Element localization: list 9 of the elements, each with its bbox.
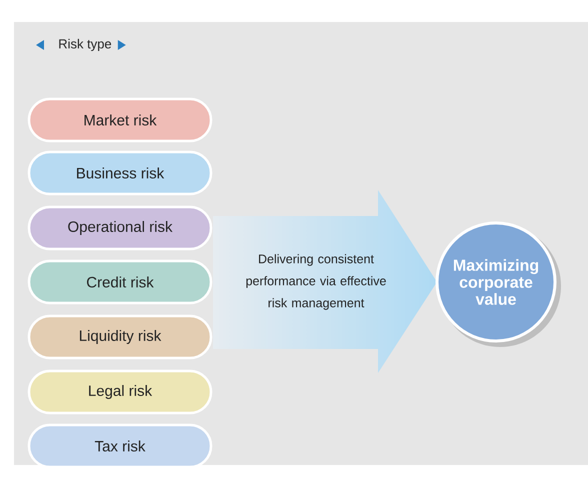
risk-pill: Liquidity risk — [28, 314, 212, 360]
risk-pill: Market risk — [28, 98, 212, 142]
risk-pill: Tax risk — [28, 424, 212, 468]
risk-pill: Legal risk — [28, 370, 212, 414]
block-arrow: Delivering consistent performance via effective risk management — [246, 254, 386, 310]
risk-pill: Business risk — [28, 150, 212, 196]
risk-pill: Credit risk — [28, 260, 212, 304]
risk-pill: Operational risk — [28, 206, 212, 250]
heading-label: Risk type — [59, 38, 112, 52]
